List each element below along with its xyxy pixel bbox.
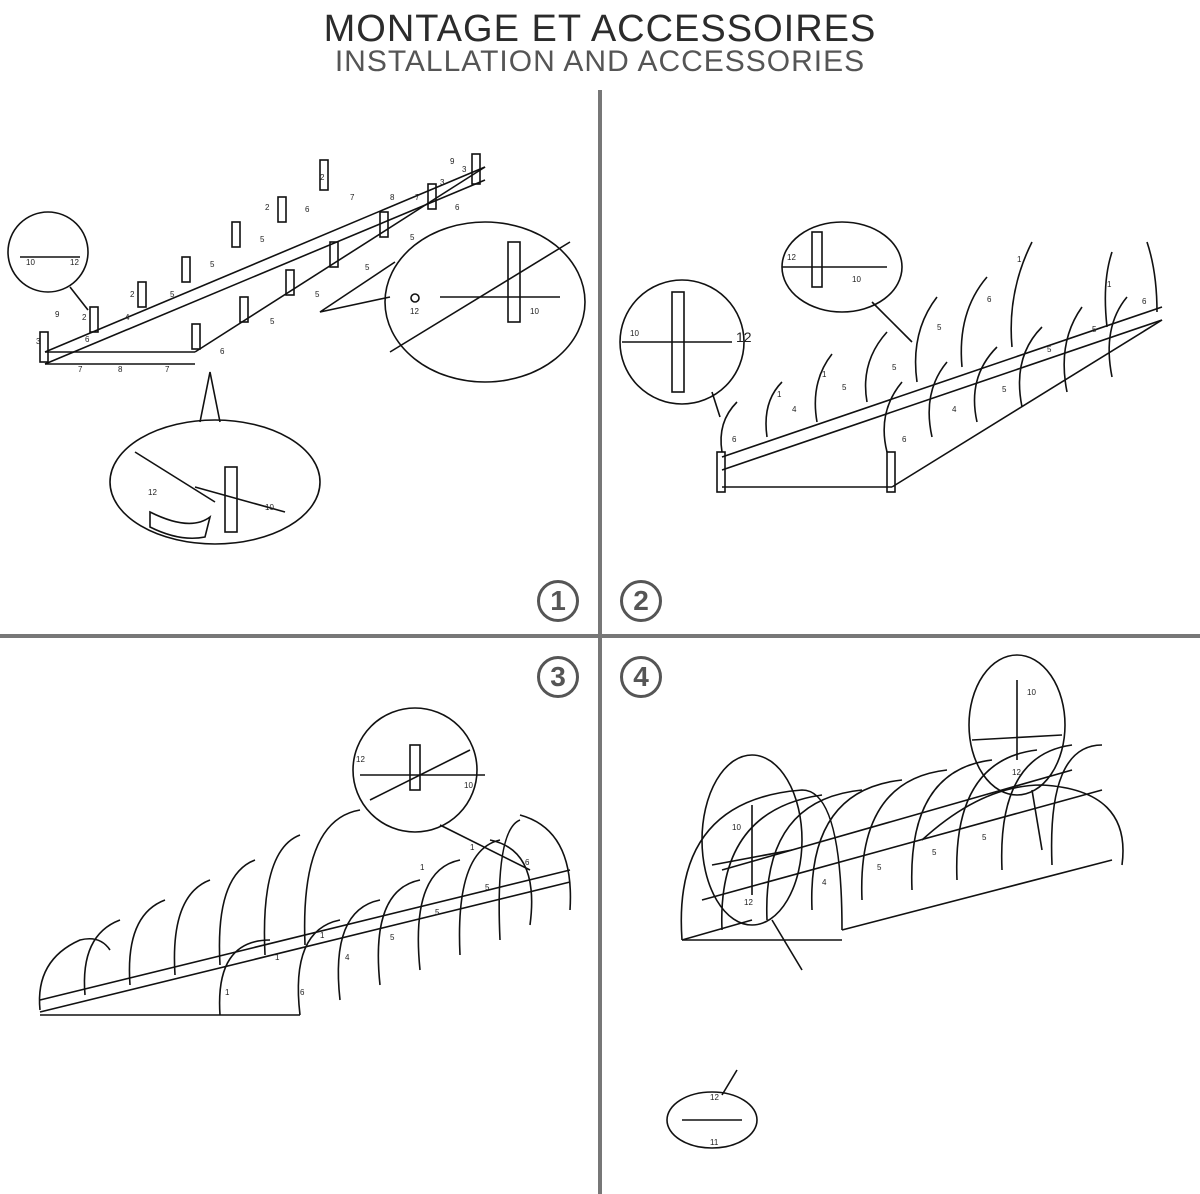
part-label: 6 — [305, 205, 310, 214]
part-label: 5 — [1092, 325, 1097, 334]
part-label: 6 — [1142, 297, 1147, 306]
part-label: 7 — [78, 365, 83, 374]
part-label: 6 — [732, 435, 737, 444]
part-label: 5 — [937, 323, 942, 332]
part-label: 6 — [220, 347, 225, 356]
part-label: 10 — [530, 307, 539, 316]
part-label: 2 — [265, 203, 270, 212]
part-label: 10 — [852, 275, 861, 284]
part-label: 6 — [300, 988, 305, 997]
part-label: 1 — [470, 843, 475, 852]
part-label: 3 — [462, 165, 467, 174]
part-label: 1 — [225, 988, 230, 997]
part-label: 5 — [365, 263, 370, 272]
part-label: 6 — [902, 435, 907, 444]
part-label: 5 — [315, 290, 320, 299]
part-label: 8 — [390, 193, 395, 202]
part-label: 5 — [410, 233, 415, 242]
step-number-2: 2 — [620, 580, 662, 622]
part-label: 10 — [26, 258, 35, 267]
part-label: 1 — [420, 863, 425, 872]
part-label: 6 — [987, 295, 992, 304]
title-english: INSTALLATION AND ACCESSORIES — [334, 45, 866, 78]
part-label: 12 — [148, 488, 157, 497]
part-label: 2 — [320, 173, 325, 182]
part-label: 1 — [822, 370, 827, 379]
part-label: 1 — [777, 390, 782, 399]
part-label: 1 — [1017, 255, 1022, 264]
part-label: 1 — [320, 931, 325, 940]
part-label: 5 — [210, 260, 215, 269]
horizontal-divider — [0, 634, 1200, 638]
part-label: 7 — [350, 193, 355, 202]
part-label: 9 — [55, 310, 60, 319]
part-label: 6 — [455, 203, 460, 212]
step-number-3: 3 — [537, 656, 579, 698]
step-number-4: 4 — [620, 656, 662, 698]
part-label: 4 — [792, 405, 797, 414]
part-label: 4 — [822, 878, 827, 887]
part-label: 12 — [356, 755, 365, 764]
part-label: 12 — [736, 329, 752, 345]
part-label: 12 — [744, 898, 753, 907]
part-label: 12 — [787, 253, 796, 262]
part-label: 7 — [165, 365, 170, 374]
step1-diagram: 2 2 6 5 5 5 2 4 6 7 8 7 6 5 5 5 5 6 7 8 … — [7, 153, 586, 545]
part-label: 5 — [485, 883, 490, 892]
part-label: 7 — [415, 193, 420, 202]
part-label: 5 — [390, 933, 395, 942]
part-label: 12 — [70, 258, 79, 267]
part-label: 5 — [892, 363, 897, 372]
step3-diagram: 12 10 1 1 1 4 6 5 5 5 6 1 1 — [38, 707, 572, 1016]
part-label: 5 — [270, 317, 275, 326]
part-label: 5 — [170, 290, 175, 299]
part-label: 5 — [435, 908, 440, 917]
part-label: 5 — [877, 863, 882, 872]
part-label: 12 — [710, 1093, 719, 1102]
part-label: 10 — [732, 823, 741, 832]
part-label: 5 — [260, 235, 265, 244]
part-label: 9 — [450, 157, 455, 166]
step2-diagram: 10 12 12 10 6 4 5 5 5 6 1 1 1 1 6 6 4 5 … — [619, 221, 1163, 493]
part-label: 6 — [525, 858, 530, 867]
part-label: 5 — [982, 833, 987, 842]
part-label: 11 — [710, 1138, 719, 1147]
part-label: 1 — [1107, 280, 1112, 289]
part-label: 1 — [275, 953, 280, 962]
part-label: 5 — [932, 848, 937, 857]
part-label: 6 — [85, 335, 90, 344]
part-label: 12 — [410, 307, 419, 316]
title-french: MONTAGE ET ACCESSOIRES — [323, 8, 877, 50]
part-label: 2 — [130, 290, 135, 299]
part-label: 5 — [1002, 385, 1007, 394]
step-number-1: 1 — [537, 580, 579, 622]
part-label: 3 — [36, 337, 41, 346]
step4-diagram: 10 12 10 12 12 11 4 5 5 5 — [666, 654, 1124, 1149]
part-label: 3 — [440, 178, 445, 187]
part-label: 2 — [82, 313, 87, 322]
part-label: 12 — [1012, 768, 1021, 777]
part-label: 8 — [118, 365, 123, 374]
part-label: 4 — [125, 313, 130, 322]
part-label: 4 — [952, 405, 957, 414]
part-label: 10 — [630, 329, 639, 338]
part-label: 10 — [265, 503, 274, 512]
part-label: 4 — [345, 953, 350, 962]
part-label: 10 — [464, 781, 473, 790]
vertical-divider — [598, 90, 602, 1194]
part-label: 5 — [1047, 345, 1052, 354]
part-label: 5 — [842, 383, 847, 392]
part-label: 10 — [1027, 688, 1036, 697]
